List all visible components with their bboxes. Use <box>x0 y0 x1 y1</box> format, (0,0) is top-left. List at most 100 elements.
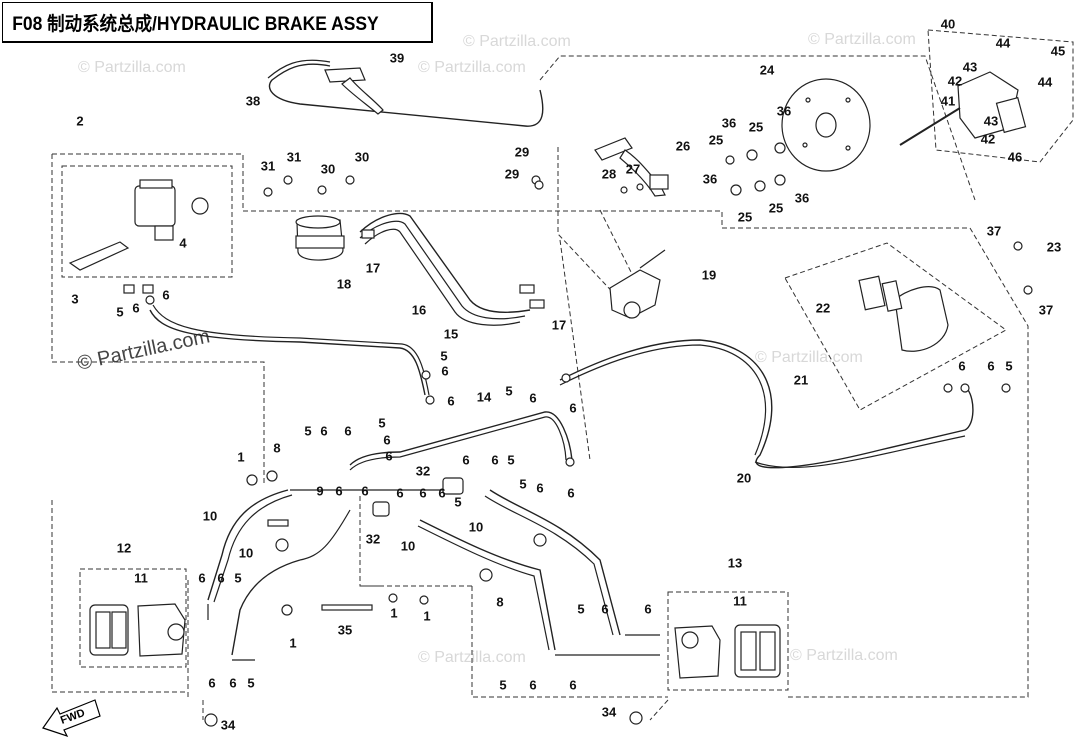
callout-6: 6 <box>536 481 543 496</box>
callout-5: 5 <box>454 495 461 510</box>
callout-20: 20 <box>737 471 751 486</box>
diagram-title-box: F08 制动系统总成/HYDRAULIC BRAKE ASSY <box>2 2 433 43</box>
caliper-left-box <box>79 568 187 668</box>
line-10-left-d <box>299 509 351 561</box>
callout-1: 1 <box>390 606 397 621</box>
callout-17: 17 <box>366 261 380 276</box>
parking-cable <box>268 63 544 127</box>
line-10-right-d <box>417 525 550 651</box>
callout-21: 21 <box>794 373 808 388</box>
callout-5: 5 <box>1005 359 1012 374</box>
callout-25: 25 <box>738 210 752 225</box>
callout-6: 6 <box>462 453 469 468</box>
fwd-arrow: FWD <box>42 699 101 738</box>
diagram-title: F08 制动系统总成/HYDRAULIC BRAKE ASSY <box>12 13 379 35</box>
callout-14: 14 <box>477 390 492 405</box>
front-right-outline <box>471 586 668 698</box>
line-10-left-a <box>207 489 289 601</box>
callout-36: 36 <box>722 116 736 131</box>
callout-5: 5 <box>577 602 584 617</box>
caliper-leader <box>187 580 669 721</box>
callout-27: 27 <box>626 162 640 177</box>
callout-6: 6 <box>361 484 368 499</box>
brake-pedal-26 <box>594 137 669 197</box>
callout-23: 23 <box>1047 240 1061 255</box>
callout-40: 40 <box>941 17 955 32</box>
callout-6: 6 <box>198 571 205 586</box>
callout-10: 10 <box>239 546 253 561</box>
callout-6: 6 <box>987 359 994 374</box>
brake-disc-24 <box>781 78 871 172</box>
callout-3: 3 <box>71 292 78 307</box>
callout-6: 6 <box>320 424 327 439</box>
parking-cable-outer <box>267 59 331 79</box>
callout-9: 9 <box>316 484 323 499</box>
callout-6: 6 <box>419 486 426 501</box>
callout-43: 43 <box>984 114 998 129</box>
callout-6: 6 <box>208 676 215 691</box>
callout-34: 34 <box>602 705 617 720</box>
callout-26: 26 <box>676 139 690 154</box>
callout-36: 36 <box>795 191 809 206</box>
callout-46: 46 <box>1008 150 1022 165</box>
callout-5: 5 <box>507 453 514 468</box>
callout-29: 29 <box>505 167 519 182</box>
callout-5: 5 <box>505 384 512 399</box>
callout-6: 6 <box>344 424 351 439</box>
callout-5: 5 <box>234 571 241 586</box>
callout-6: 6 <box>958 359 965 374</box>
line-15 <box>364 228 521 326</box>
callout-42: 42 <box>981 132 995 147</box>
watermark: © Partzilla.com <box>755 349 863 366</box>
watermarks: © Partzilla.com © Partzilla.com © Partzi… <box>75 31 915 666</box>
callout-6: 6 <box>447 394 454 409</box>
line-front-master <box>149 309 426 396</box>
callout-32: 32 <box>416 464 430 479</box>
callout-5: 5 <box>378 416 385 431</box>
callout-19: 19 <box>702 268 716 283</box>
callout-8: 8 <box>273 441 280 456</box>
callout-36: 36 <box>703 172 717 187</box>
line-16-b <box>359 220 526 320</box>
rear-caliper-21 <box>858 275 949 352</box>
line-10-left-c <box>231 559 301 656</box>
callout-36: 36 <box>777 104 791 119</box>
callout-6: 6 <box>569 401 576 416</box>
watermark: © Partzilla.com <box>463 33 571 50</box>
callout-10: 10 <box>401 539 415 554</box>
watermark: © Partzilla.com <box>418 59 526 76</box>
callout-6: 6 <box>162 288 169 303</box>
rear-group-outline <box>52 153 1029 698</box>
callout-6: 6 <box>529 678 536 693</box>
callout-6: 6 <box>383 433 390 448</box>
callout-6: 6 <box>441 364 448 379</box>
callout-6: 6 <box>529 391 536 406</box>
callout-6: 6 <box>438 486 445 501</box>
watermark: © Partzilla.com <box>808 31 916 48</box>
callout-6: 6 <box>132 301 139 316</box>
callout-30: 30 <box>321 162 335 177</box>
left-group-outline <box>51 154 265 484</box>
callout-16: 16 <box>412 303 426 318</box>
left-caliper-feed <box>207 604 255 661</box>
line-10-left-b <box>213 494 293 603</box>
watermark-main: © Partzilla.com <box>75 325 211 375</box>
callout-44: 44 <box>996 36 1011 51</box>
callout-6: 6 <box>385 449 392 464</box>
watermark: © Partzilla.com <box>78 59 186 76</box>
callout-6: 6 <box>335 484 342 499</box>
line-10-right-b <box>484 495 614 636</box>
callout-18: 18 <box>337 277 351 292</box>
line-20-b <box>559 344 767 456</box>
callout-1: 1 <box>423 609 430 624</box>
master-cylinder-box <box>61 165 233 278</box>
callout-6: 6 <box>491 453 498 468</box>
callout-25: 25 <box>769 201 783 216</box>
callout-2: 2 <box>76 114 83 129</box>
callout-5: 5 <box>304 424 311 439</box>
line-front-master-2 <box>152 304 430 396</box>
watermark: © Partzilla.com <box>790 647 898 664</box>
callout-5: 5 <box>440 349 447 364</box>
